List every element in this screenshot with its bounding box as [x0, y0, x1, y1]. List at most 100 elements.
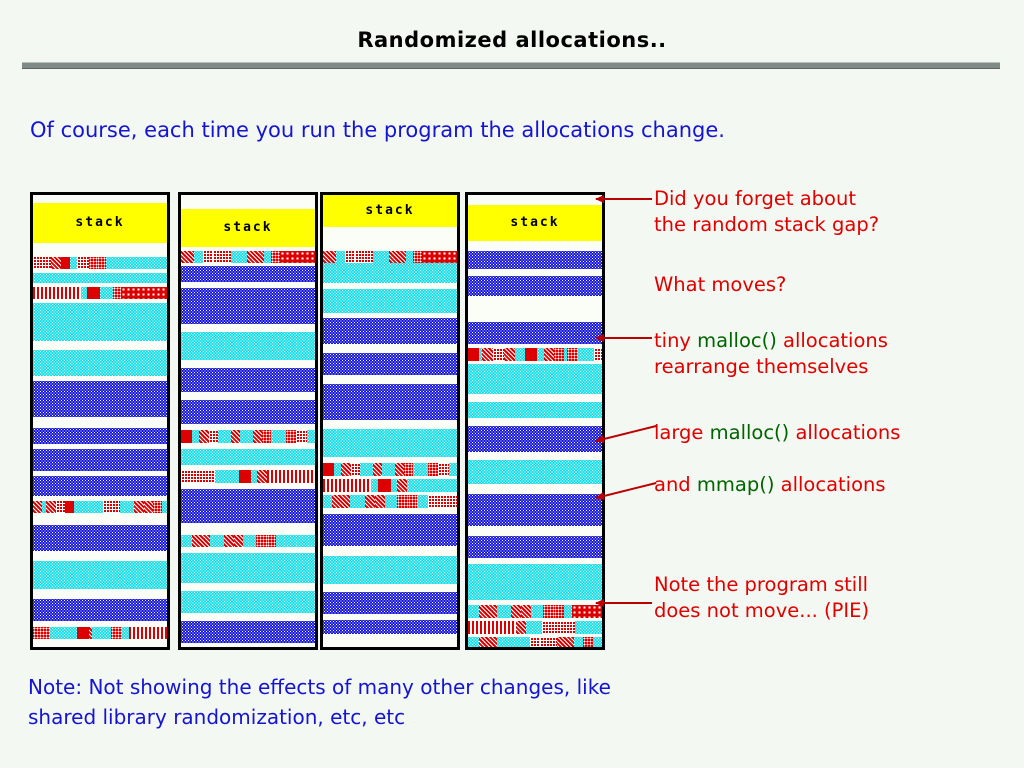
memory-band-white: [468, 600, 602, 605]
memory-band-blue: [468, 426, 602, 452]
allocation-chunk: [482, 348, 493, 361]
memory-band-white: [181, 443, 315, 449]
memory-band-white: [468, 195, 602, 205]
allocation-chunk: [89, 257, 97, 269]
memory-band-cyan: [33, 501, 167, 513]
allocation-chunk: [554, 348, 564, 361]
memory-band-cyan: [323, 556, 457, 584]
memory-map-run-2: stackprogram: [178, 192, 318, 650]
memory-band-yellow: [181, 209, 315, 247]
allocation-chunk: [256, 535, 267, 547]
allocation-chunk: [87, 287, 100, 299]
allocation-chunk: [121, 287, 167, 299]
allocation-chunk: [567, 348, 578, 361]
annotation-line: large malloc() allocations: [654, 420, 900, 446]
allocation-chunk: [351, 463, 360, 476]
memory-band-cyan: [323, 251, 457, 263]
memory-band-white: [33, 283, 167, 287]
memory-band-white: [323, 283, 457, 289]
memory-band-white: [33, 496, 167, 501]
allocation-chunk: [544, 348, 554, 361]
allocation-chunk: [525, 348, 537, 361]
memory-band-cyan: [33, 257, 167, 269]
allocation-chunk: [373, 463, 382, 476]
memory-band-white: [323, 420, 457, 429]
memory-band-blue: [181, 368, 315, 392]
allocation-chunk: [323, 463, 334, 476]
allocation-chunk: [89, 627, 92, 639]
page-title: Randomized allocations..: [357, 28, 667, 52]
allocation-chunk: [378, 479, 391, 492]
allocation-chunk: [389, 251, 406, 263]
memory-band-blue: [323, 592, 457, 614]
annotation-text: allocations: [774, 473, 886, 496]
memory-band-white: [468, 618, 602, 621]
allocation-chunk: [203, 251, 213, 263]
allocation-chunk: [253, 430, 262, 443]
allocation-chunk: [365, 495, 375, 508]
memory-band-white: [468, 526, 602, 536]
memory-band-cyan: [468, 637, 602, 647]
allocation-chunk: [332, 495, 350, 508]
allocation-chunk: [557, 637, 574, 647]
memory-band-cyan: [468, 402, 602, 418]
memory-band-cyan: [468, 564, 602, 600]
allocation-chunk: [103, 501, 120, 513]
memory-band-white: [323, 313, 457, 318]
allocation-chunk: [199, 430, 209, 443]
allocation-chunk: [56, 501, 65, 513]
memory-band-white: [181, 324, 315, 332]
annotation-line: tiny malloc() allocations: [654, 328, 888, 354]
allocation-chunk: [479, 605, 497, 618]
memory-band-white: [181, 613, 315, 621]
memory-band-white: [33, 376, 167, 381]
allocation-chunk: [181, 470, 215, 483]
memory-band-blue: [323, 353, 457, 375]
allocation-chunk: [375, 495, 385, 508]
memory-band-white: [468, 361, 602, 364]
memory-band-white: [468, 418, 602, 426]
memory-band-white: [468, 558, 602, 564]
memory-band-white: [468, 634, 602, 637]
allocation-chunk: [554, 605, 564, 618]
allocation-chunk: [521, 605, 531, 618]
annotation-text: What moves?: [654, 273, 787, 296]
memory-band-white: [468, 394, 602, 402]
allocation-chunk: [33, 627, 49, 639]
memory-band-blue: [33, 476, 167, 496]
allocation-chunk: [267, 535, 276, 547]
memory-band-white: [33, 639, 167, 647]
memory-band-white: [181, 583, 315, 591]
memory-band-white: [33, 243, 167, 257]
memory-band-blue: [468, 536, 602, 558]
allocation-chunk: [572, 605, 602, 618]
memory-band-cyan: [468, 605, 602, 618]
memory-band-white: [33, 471, 167, 476]
allocation-chunk: [61, 257, 70, 269]
memory-band-white: [323, 584, 457, 592]
memory-band-white: [323, 344, 457, 353]
memory-band-blue: [181, 400, 315, 424]
allocation-chunk: [422, 251, 457, 263]
annotation-line: and mmap() allocations: [654, 472, 886, 498]
api-name: malloc(): [697, 329, 777, 352]
allocation-chunk: [408, 495, 417, 508]
allocation-chunk: [231, 430, 240, 443]
allocation-chunk: [345, 251, 355, 263]
allocation-chunk: [239, 470, 251, 483]
memory-band-cyan: [323, 463, 457, 476]
annotation-line: does not move... (PIE): [654, 598, 869, 624]
allocation-chunk: [479, 637, 497, 647]
memory-map-columns: stackprogramstackprogramstackprogramstac…: [0, 192, 620, 654]
allocation-chunk: [493, 348, 504, 361]
memory-band-blue: [181, 621, 315, 643]
allocation-chunk: [46, 501, 56, 513]
annotation-line: the random stack gap?: [654, 212, 879, 238]
annotation-text: large: [654, 421, 710, 444]
memory-band-cyan: [323, 479, 457, 492]
allocation-chunk: [286, 430, 296, 443]
annotation-what-moves: What moves?: [654, 272, 786, 298]
annotation-line: Note the program still: [654, 572, 869, 598]
memory-map-run-3: stackprogram: [320, 192, 460, 650]
